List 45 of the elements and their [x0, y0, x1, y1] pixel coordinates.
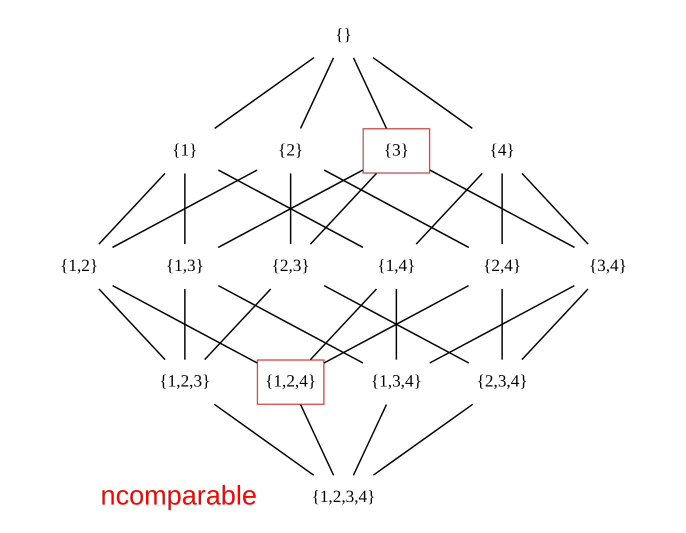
connector — [352, 404, 387, 476]
connector — [372, 56, 472, 129]
connector — [112, 285, 258, 364]
connector — [299, 404, 334, 476]
connector — [429, 169, 574, 248]
connector — [395, 289, 397, 360]
connector — [218, 285, 363, 364]
node-box: {1,2,4} — [256, 359, 324, 405]
connector — [309, 172, 377, 245]
connector — [352, 58, 387, 129]
connector — [428, 285, 574, 364]
connector — [289, 173, 291, 244]
node-text: {} — [334, 24, 352, 44]
connector — [204, 288, 271, 360]
connector — [112, 169, 257, 248]
node-text: {3,4} — [588, 256, 626, 276]
node-text: {1,3,4} — [370, 372, 422, 391]
connector — [372, 404, 473, 476]
node-box: {3} — [362, 128, 430, 174]
connector — [323, 169, 469, 248]
connector — [213, 404, 314, 476]
node-text: {1} — [172, 140, 197, 160]
connector — [214, 56, 314, 129]
node-text: {1,4} — [376, 256, 415, 276]
connector — [500, 173, 502, 244]
connector — [184, 289, 186, 360]
connector — [500, 289, 502, 360]
connector — [309, 288, 377, 360]
connector — [98, 172, 166, 245]
connector — [98, 288, 166, 360]
node-text: {2,3} — [271, 256, 310, 276]
connector — [184, 173, 186, 244]
node-text: {2,3,4} — [476, 372, 528, 391]
connector — [299, 58, 334, 129]
node-text: {2,4} — [482, 256, 521, 276]
node-text: {4} — [489, 140, 514, 160]
node-text: {1,3} — [165, 256, 204, 276]
connector — [520, 172, 588, 245]
label: ncomparable — [100, 480, 256, 511]
node-text: {1,2,3} — [158, 372, 210, 391]
node-text: {1,2,3,4} — [311, 487, 375, 506]
node-text: {2} — [278, 140, 303, 160]
connector — [520, 288, 588, 360]
connector — [415, 172, 482, 245]
node-text: {1,2} — [60, 256, 98, 276]
